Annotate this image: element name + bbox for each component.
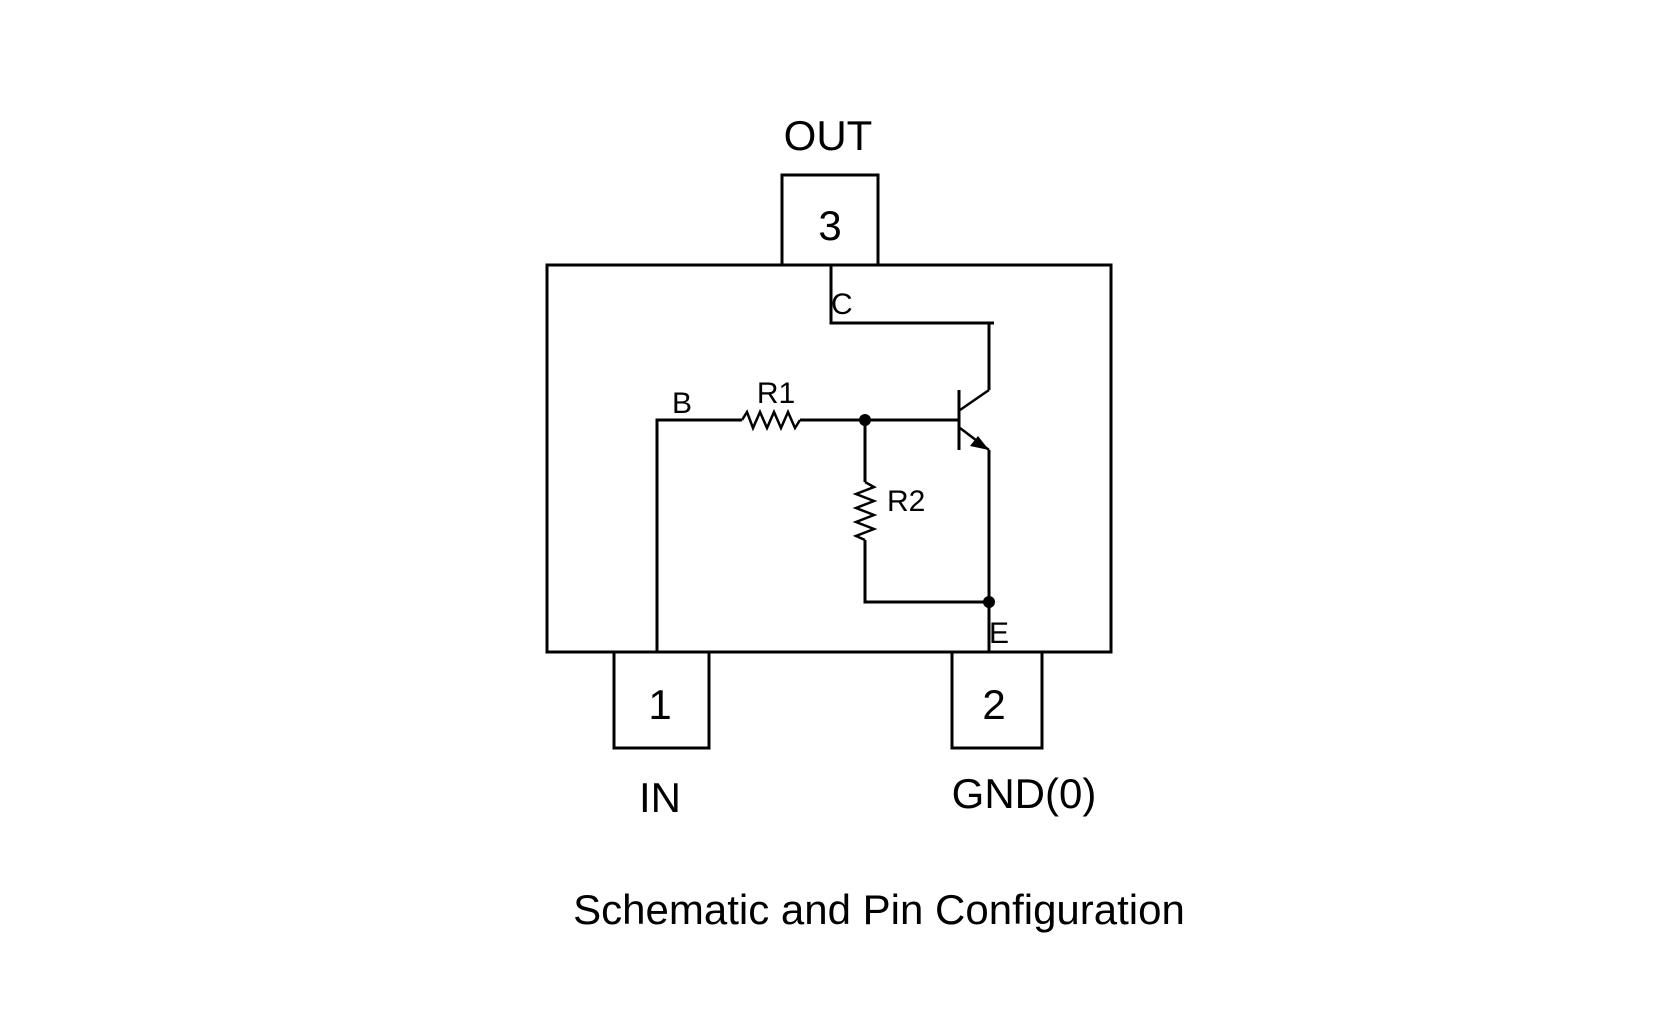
base-wire [655, 418, 742, 652]
pin-1-box [612, 650, 711, 750]
node-label-b: B [672, 387, 692, 420]
pin-1-number: 1 [648, 681, 671, 728]
diagram-caption: Schematic and Pin Configuration [573, 886, 1185, 933]
r2-bottom-wire [863, 540, 989, 604]
label-r1: R1 [757, 377, 795, 410]
pin-2-box [950, 650, 1044, 750]
pin-2-number: 2 [982, 681, 1005, 728]
pin-3-label: OUT [784, 112, 873, 159]
emitter-junction-dot [983, 596, 995, 608]
collector-lead [959, 388, 990, 412]
emitter-arrow-icon [970, 436, 989, 450]
pin-2-label: GND(0) [952, 770, 1097, 817]
resistor-r2 [852, 480, 878, 542]
node-label-c: C [831, 288, 853, 321]
package-outline [545, 263, 1113, 654]
pin-3-number: 3 [818, 202, 841, 249]
pin-1-label: IN [639, 774, 681, 821]
collector-wire [829, 265, 994, 390]
resistor-r1 [740, 408, 802, 432]
label-r2: R2 [887, 485, 925, 518]
node-label-e: E [989, 617, 1009, 650]
